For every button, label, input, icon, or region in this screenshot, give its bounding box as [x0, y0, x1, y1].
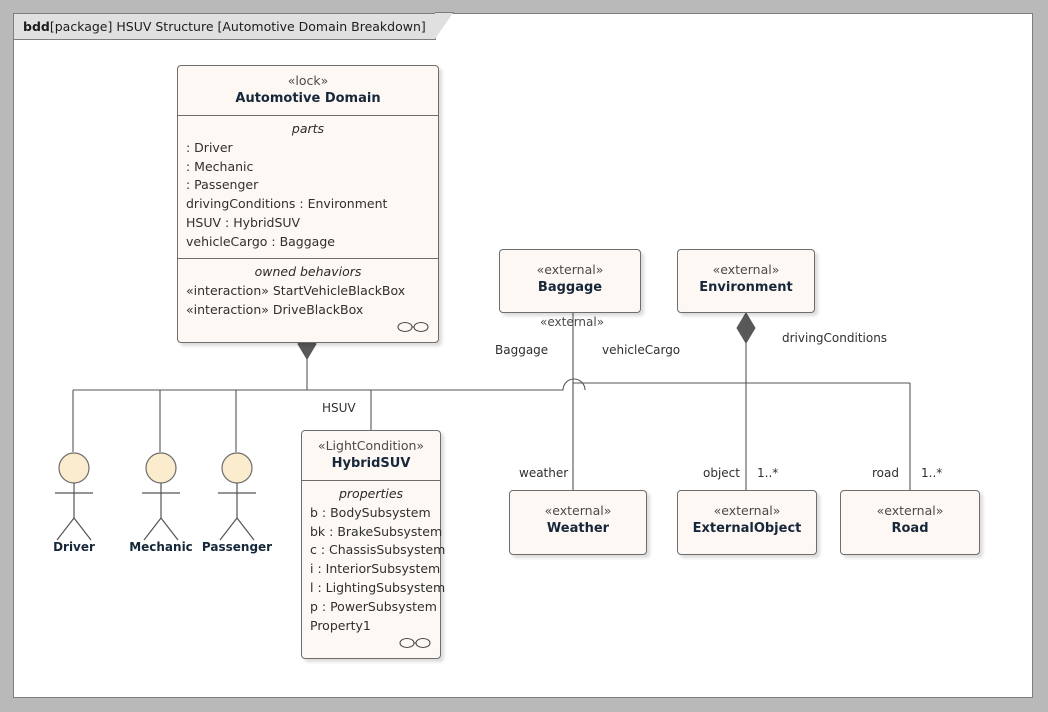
block-header-environment: «external» Environment	[678, 250, 814, 304]
block-stereotype: «LightCondition»	[317, 438, 425, 453]
block-automotive-domain[interactable]: «lock» Automotive Domain parts : Driver …	[177, 65, 439, 343]
block-header-baggage: «external» Baggage	[500, 250, 640, 304]
block-road[interactable]: «external» Road	[840, 490, 980, 555]
edge-label-object-multiplicity: 1..*	[757, 466, 779, 480]
part-line: vehicleCargo : Baggage	[186, 234, 335, 250]
frame-name-label: HSUV Structure	[116, 19, 214, 34]
block-weather[interactable]: «external» Weather	[509, 490, 647, 555]
property-line: i : InteriorSubsystem	[310, 561, 441, 577]
block-name: ExternalObject	[692, 520, 802, 536]
compartment-parts: parts : Driver : Mechanic : Passenger dr…	[178, 114, 438, 258]
block-name: Environment	[699, 279, 793, 295]
compartment-title: parts	[291, 120, 325, 136]
edge-label-hsuv: HSUV	[322, 401, 356, 415]
property-line: l : LightingSubsystem	[310, 580, 446, 596]
frame-corner-fold	[434, 12, 454, 40]
compartment-title: owned behaviors	[254, 263, 362, 279]
block-externalobject[interactable]: «external» ExternalObject	[677, 490, 817, 555]
actor-mechanic[interactable]	[139, 452, 183, 546]
edge-label-object-role: object	[703, 466, 740, 480]
block-header-weather: «external» Weather	[510, 491, 646, 545]
block-baggage[interactable]: «external» Baggage	[499, 249, 641, 313]
edge-label-road-multiplicity: 1..*	[921, 466, 943, 480]
interface-ball-socket-icon	[397, 318, 429, 337]
block-name: Road	[891, 520, 929, 536]
block-name: Baggage	[537, 279, 603, 295]
block-stereotype: «external»	[712, 262, 780, 277]
frame-kind-label: bdd	[23, 19, 50, 34]
edge-label-road-role: road	[872, 466, 899, 480]
edge-label-baggage-name: Baggage	[495, 343, 549, 357]
property-line: p : PowerSubsystem	[310, 599, 437, 615]
block-stereotype: «lock»	[287, 73, 329, 88]
part-line: : Driver	[186, 139, 233, 155]
part-line: HSUV : HybridSUV	[186, 215, 301, 231]
part-line: : Mechanic	[186, 158, 254, 174]
edge-label-baggage-stereotype: «external»	[540, 315, 605, 329]
property-line: b : BodySubsystem	[310, 504, 431, 520]
property-line: c : ChassisSubsystem	[310, 542, 446, 558]
compartment-title: properties	[338, 485, 404, 501]
block-header-automotive-domain: «lock» Automotive Domain	[178, 66, 438, 115]
block-stereotype: «external»	[544, 503, 612, 518]
frame-scope-label: [package]	[49, 19, 113, 34]
block-header-road: «external» Road	[841, 491, 979, 545]
part-line: drivingConditions : Environment	[186, 196, 388, 212]
edge-label-weather-role: weather	[519, 466, 569, 480]
block-name: HybridSUV	[331, 455, 411, 471]
behavior-line: «interaction» StartVehicleBlackBox	[186, 282, 406, 298]
actor-driver[interactable]	[52, 452, 96, 546]
actor-passenger[interactable]	[215, 452, 259, 546]
compartment-properties: properties b : BodySubsystem bk : BrakeS…	[302, 479, 446, 658]
block-hybridsuv[interactable]: «LightCondition» HybridSUV properties b …	[301, 430, 446, 659]
frame-diagram-label: [Automotive Domain Breakdown]	[217, 19, 426, 34]
edge-label-drivingconditions: drivingConditions	[782, 331, 888, 345]
part-line: : Passenger	[186, 177, 259, 193]
block-name: Weather	[546, 520, 610, 536]
actor-label-mechanic: Mechanic	[129, 540, 193, 554]
property-line: Property1	[310, 617, 371, 633]
block-name: Automotive Domain	[235, 90, 381, 106]
interface-ball-socket-icon	[399, 634, 431, 653]
block-header-externalobject: «external» ExternalObject	[678, 491, 816, 545]
property-line: bk : BrakeSubsystem	[310, 523, 443, 539]
compartment-owned-behaviors: owned behaviors «interaction» StartVehic…	[178, 257, 438, 342]
block-stereotype: «external»	[536, 262, 604, 277]
block-stereotype: «external»	[713, 503, 781, 518]
block-environment[interactable]: «external» Environment	[677, 249, 815, 313]
actor-label-passenger: Passenger	[201, 540, 273, 554]
behavior-line: «interaction» DriveBlackBox	[186, 301, 364, 317]
block-stereotype: «external»	[876, 503, 944, 518]
edge-label-vehiclecargo: vehicleCargo	[602, 343, 681, 357]
block-header-hybridsuv: «LightCondition» HybridSUV	[302, 431, 440, 480]
actor-label-driver: Driver	[53, 540, 95, 554]
diagram-frame-header: bdd[package] HSUV Structure [Automotive …	[13, 12, 454, 40]
